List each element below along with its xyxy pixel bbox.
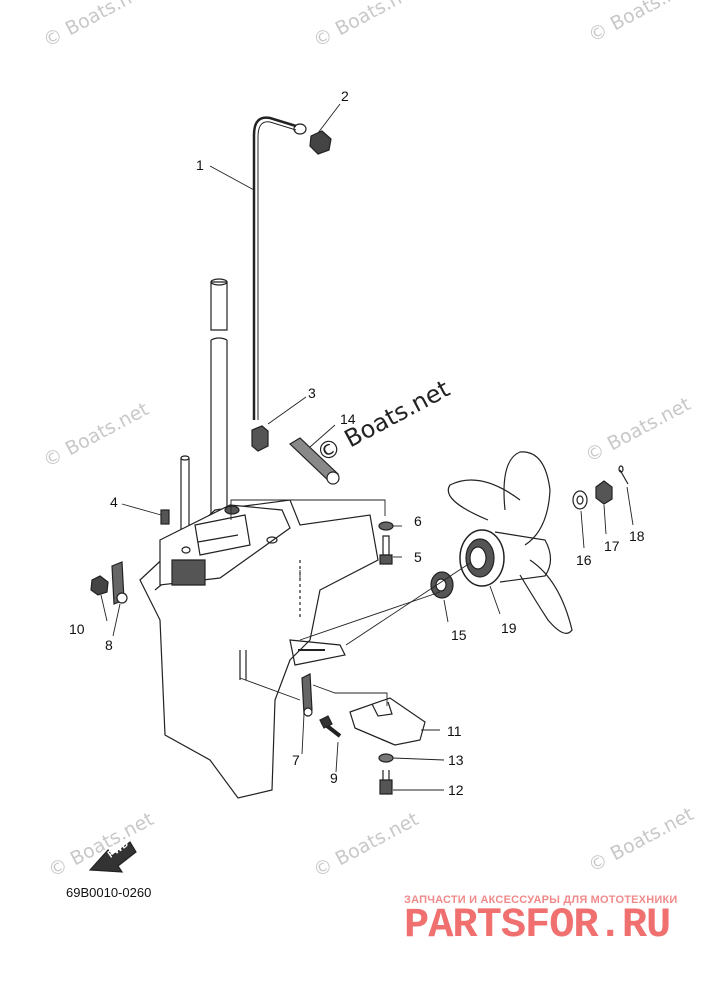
part-2-grommet xyxy=(309,130,332,155)
part-6-washer xyxy=(378,521,394,531)
part-14-shift-lever xyxy=(289,437,340,485)
lower-casing xyxy=(139,499,379,799)
part-19-propeller xyxy=(447,451,573,634)
part-9-bolt xyxy=(319,715,342,738)
callout-8: 8 xyxy=(105,637,113,653)
callout-9: 9 xyxy=(330,770,338,786)
callout-16: 16 xyxy=(576,552,592,568)
callout-18: 18 xyxy=(629,528,645,544)
leader-lines xyxy=(100,103,634,791)
part-5-bolt xyxy=(379,535,393,565)
part-8-bracket xyxy=(111,561,128,605)
callout-5: 5 xyxy=(414,549,422,565)
brand-logo-text: PARTSFOR.RU xyxy=(404,901,671,949)
callout-19: 19 xyxy=(501,620,517,636)
callout-7: 7 xyxy=(292,752,300,768)
callout-3: 3 xyxy=(308,385,316,401)
part-18-cotter-pin xyxy=(618,465,629,485)
part-15-spacer xyxy=(430,571,454,599)
part-11-trim-tab xyxy=(349,697,426,746)
part-12-bolt xyxy=(379,770,393,795)
callout-17: 17 xyxy=(604,538,620,554)
callout-1: 1 xyxy=(196,157,204,173)
part-4-dowel-pin xyxy=(160,509,170,525)
callout-13: 13 xyxy=(448,752,464,768)
part-3-seal xyxy=(251,425,269,452)
part-1-water-tube xyxy=(252,116,307,420)
part-17-nut xyxy=(595,480,613,505)
callout-10: 10 xyxy=(69,621,85,637)
callout-2: 2 xyxy=(341,88,349,104)
part-13-washer xyxy=(378,753,394,763)
part-7-bracket xyxy=(301,673,313,717)
callout-6: 6 xyxy=(414,513,422,529)
brand-tagline: ЗАПЧАСТИ И АКСЕССУАРЫ ДЛЯ МОТОТЕХНИКИ xyxy=(404,894,678,906)
fwd-arrow-icon xyxy=(88,841,137,873)
part-16-washer xyxy=(572,490,588,510)
callout-11: 11 xyxy=(447,723,462,739)
callout-4: 4 xyxy=(110,494,118,510)
drive-shaft xyxy=(210,278,228,520)
part-10-nut xyxy=(90,575,109,596)
callout-14: 14 xyxy=(340,411,356,427)
callout-12: 12 xyxy=(448,782,464,798)
callout-15: 15 xyxy=(451,627,467,643)
diagram-code: 69B0010-0260 xyxy=(66,885,152,900)
